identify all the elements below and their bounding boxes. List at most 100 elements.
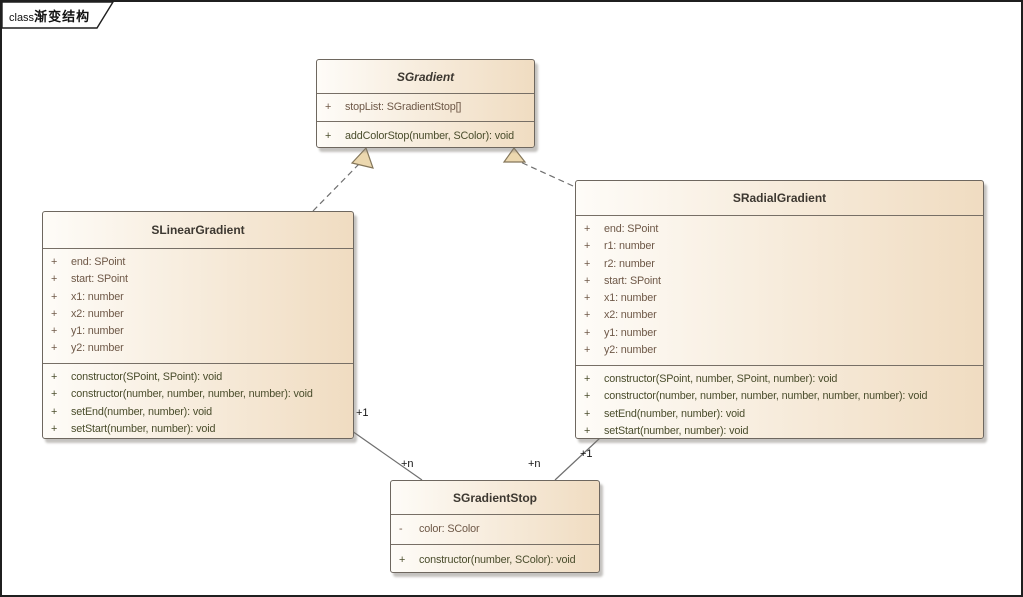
member-text: x1: number	[604, 292, 657, 305]
member-text: color: SColor	[419, 522, 480, 535]
attribute-row[interactable]: + y2: number	[43, 340, 353, 357]
attribute-row[interactable]: + r1: number	[576, 238, 983, 255]
visibility-marker: +	[51, 273, 58, 286]
class-title-sgradientstop: SGradientStop	[452, 490, 537, 505]
member-text: end: SPoint	[604, 223, 659, 235]
member-text: setStart(number, number): void	[71, 422, 216, 435]
class-slineargradient[interactable]: SLinearGradient + end: SPoint + start: S…	[42, 211, 354, 439]
attribute-row[interactable]: + y1: number	[43, 323, 353, 340]
class-sgradientstop[interactable]: SGradientStop - color: SColor + construc…	[390, 480, 600, 573]
attribute-row[interactable]: + y1: number	[576, 325, 983, 342]
visibility-marker: +	[584, 424, 591, 437]
attribute-row[interactable]: + x2: number	[43, 306, 353, 323]
operation-row[interactable]: + setEnd(number, number): void	[43, 404, 353, 421]
visibility-marker: +	[51, 307, 58, 320]
member-text: start: SPoint	[604, 274, 661, 287]
member-text: constructor(SPoint, SPoint): void	[71, 371, 223, 383]
visibility-marker: +	[325, 100, 332, 113]
visibility-marker: +	[584, 407, 591, 420]
member-text: constructor(number, number, number, numb…	[604, 390, 928, 403]
member-text: y1: number	[71, 325, 124, 338]
multiplicity-label-radial-target: +n	[528, 458, 541, 470]
member-text: setEnd(number, number): void	[604, 407, 746, 420]
attribute-row[interactable]: + x1: number	[576, 290, 983, 307]
visibility-marker: +	[584, 257, 591, 270]
operations-compartment: + constructor(number, SColor): void	[391, 544, 599, 576]
visibility-marker: +	[51, 342, 58, 355]
operation-row[interactable]: + constructor(SPoint, SPoint): void	[43, 369, 353, 386]
member-text: r1: number	[604, 240, 655, 253]
visibility-marker: +	[51, 422, 58, 435]
operation-row[interactable]: + constructor(number, SColor): void	[391, 552, 599, 569]
visibility-marker: +	[584, 390, 591, 403]
inheritance-arrowhead-left	[350, 146, 374, 169]
attribute-row[interactable]: + x1: number	[43, 289, 353, 306]
member-text: addColorStop(number, SColor): void	[345, 129, 514, 142]
visibility-marker: -	[399, 522, 403, 535]
operation-row[interactable]: + constructor(number, number, number, nu…	[43, 386, 353, 403]
attributes-compartment: - color: SColor	[391, 514, 599, 544]
multiplicity-label-linear-source: +1	[356, 407, 369, 419]
visibility-marker: +	[51, 325, 58, 338]
operation-row[interactable]: + constructor(SPoint, number, SPoint, nu…	[576, 371, 983, 388]
operation-row[interactable]: + constructor(number, number, number, nu…	[576, 388, 983, 405]
member-text: setStart(number, number): void	[604, 424, 749, 437]
visibility-marker: +	[51, 256, 58, 268]
member-text: y2: number	[604, 344, 657, 357]
attribute-row[interactable]: - color: SColor	[391, 521, 599, 538]
attributes-compartment: + end: SPoint + start: SPoint + x1: numb…	[43, 248, 353, 363]
frame-label-text: class渐变结构	[9, 6, 90, 26]
visibility-marker: +	[399, 553, 406, 566]
attribute-row[interactable]: + start: SPoint	[576, 273, 983, 290]
frame-tab-shape	[2, 2, 114, 29]
attributes-compartment: + stopList: SGradientStop[]	[317, 93, 534, 121]
operation-row[interactable]: + setEnd(number, number): void	[576, 406, 983, 423]
operation-row[interactable]: + addColorStop(number, SColor): void	[317, 128, 534, 145]
attribute-row[interactable]: + r2: number	[576, 256, 983, 273]
attribute-row[interactable]: + start: SPoint	[43, 271, 353, 288]
attribute-row[interactable]: + y2: number	[576, 342, 983, 359]
frame-keyword: class	[9, 12, 35, 24]
visibility-marker: +	[584, 344, 591, 357]
class-title-sgradient: SGradient	[396, 69, 455, 84]
attribute-row[interactable]: + stopList: SGradientStop[]	[317, 99, 534, 116]
visibility-marker: +	[584, 274, 591, 287]
class-sradialgradient[interactable]: SRadialGradient + end: SPoint + r1: numb…	[575, 180, 984, 439]
realization-connector-linear[interactable]	[312, 162, 361, 212]
operations-compartment: + addColorStop(number, SColor): void	[317, 121, 534, 151]
member-text: start: SPoint	[71, 273, 128, 286]
attributes-compartment: + end: SPoint + r1: number + r2: number …	[576, 215, 983, 365]
visibility-marker: +	[584, 223, 591, 235]
member-text: r2: number	[604, 257, 655, 270]
member-text: y1: number	[604, 326, 657, 339]
visibility-marker: +	[325, 129, 332, 142]
member-text: constructor(SPoint, number, SPoint, numb…	[604, 373, 838, 385]
visibility-marker: +	[51, 405, 58, 418]
association-connector-radial-stop[interactable]	[554, 437, 601, 481]
member-text: constructor(number, SColor): void	[419, 553, 576, 566]
realization-connector-radial[interactable]	[515, 159, 574, 187]
visibility-marker: +	[51, 388, 58, 401]
visibility-marker: +	[584, 240, 591, 253]
attribute-row[interactable]: + end: SPoint	[576, 221, 983, 238]
visibility-marker: +	[584, 373, 591, 385]
attribute-row[interactable]: + x2: number	[576, 307, 983, 324]
member-text: setEnd(number, number): void	[71, 405, 213, 418]
multiplicity-label-linear-target: +n	[401, 458, 414, 470]
operation-row[interactable]: + setStart(number, number): void	[43, 421, 353, 438]
member-text: stopList: SGradientStop[]	[345, 100, 462, 113]
visibility-marker: +	[51, 371, 58, 383]
visibility-marker: +	[584, 309, 591, 322]
member-text: x1: number	[71, 290, 124, 303]
frame-title: 渐变结构	[34, 9, 91, 24]
class-sgradient[interactable]: SGradient + stopList: SGradientStop[] + …	[316, 59, 535, 148]
class-title-slineargradient: SLinearGradient	[151, 223, 245, 237]
class-title-sradialgradient: SRadialGradient	[732, 191, 827, 205]
attribute-row[interactable]: + end: SPoint	[43, 254, 353, 271]
operation-row[interactable]: + setStart(number, number): void	[576, 423, 983, 440]
member-text: constructor(number, number, number, numb…	[71, 388, 313, 401]
association-connector-linear-stop[interactable]	[351, 430, 423, 481]
multiplicity-label-radial-source: +1	[580, 448, 593, 460]
member-text: x2: number	[71, 307, 124, 320]
